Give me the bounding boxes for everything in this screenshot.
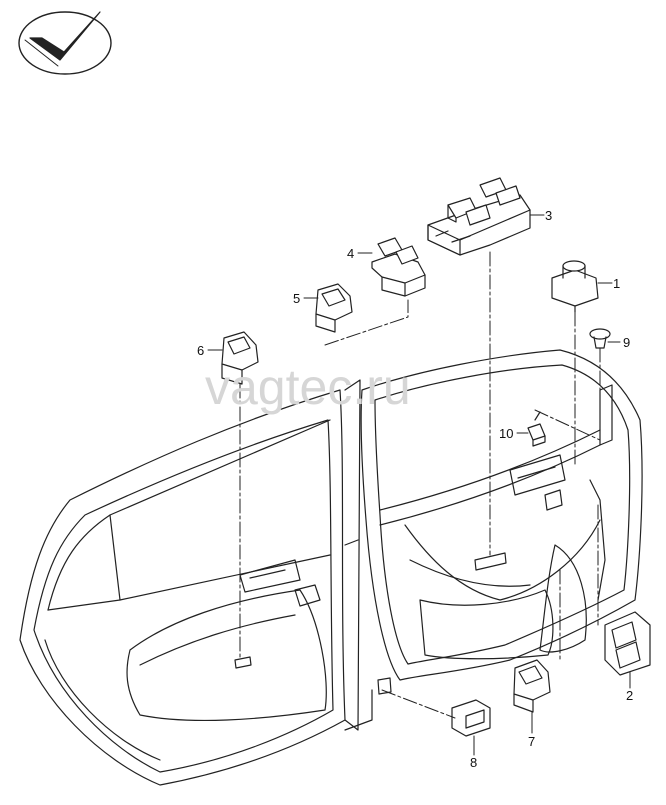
callout-2: 2: [626, 688, 634, 703]
connector-10: [527, 411, 546, 447]
callout-6: 6: [197, 343, 205, 358]
switch-5: [315, 283, 353, 333]
callout-4: 4: [347, 246, 355, 261]
callout-1: 1: [613, 276, 621, 291]
switch-7: [513, 659, 551, 713]
leader-lines: [239, 251, 601, 719]
clip-9: [589, 328, 611, 349]
callout-5: 5: [293, 291, 301, 306]
switch-block-3: [427, 177, 531, 256]
callout-9: 9: [623, 335, 631, 350]
callout-ticks: [207, 214, 631, 756]
switch-6: [221, 331, 259, 385]
switch-2: [604, 611, 651, 676]
switch-block-4: [371, 237, 426, 297]
callout-8: 8: [470, 755, 478, 770]
logo-icon: [18, 11, 112, 75]
watermark: vagtec.ru: [205, 359, 411, 415]
callout-7: 7: [528, 734, 536, 749]
switch-8: [451, 699, 491, 737]
mirror-switch-1: [551, 260, 599, 313]
rear-door-panel: [19, 379, 392, 786]
callout-10: 10: [499, 426, 514, 441]
callout-3: 3: [545, 208, 553, 223]
